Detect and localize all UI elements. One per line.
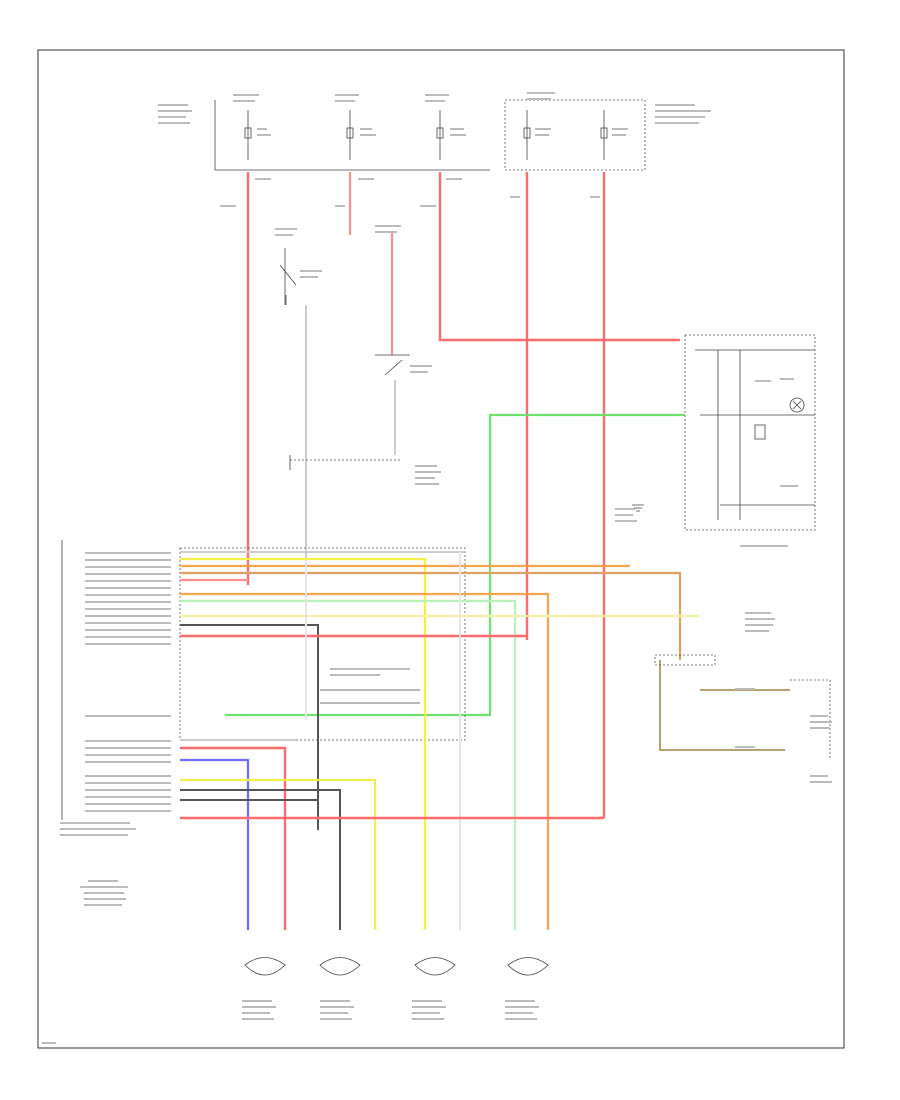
abs-control-module bbox=[60, 540, 466, 836]
stop-lamp-switch bbox=[275, 228, 322, 560]
brake-switch bbox=[375, 225, 432, 376]
fuse-panel bbox=[158, 92, 711, 207]
lamp-icon bbox=[789, 397, 805, 413]
switch-icon bbox=[279, 264, 297, 305]
wheel-speed-sensor-icon bbox=[244, 957, 549, 976]
fuse-icon bbox=[244, 127, 608, 139]
ground-icon bbox=[632, 504, 644, 512]
diagram-frame bbox=[37, 49, 845, 1049]
traction-switches bbox=[654, 612, 832, 783]
relay bbox=[320, 668, 420, 704]
instrument-cluster bbox=[615, 334, 816, 547]
